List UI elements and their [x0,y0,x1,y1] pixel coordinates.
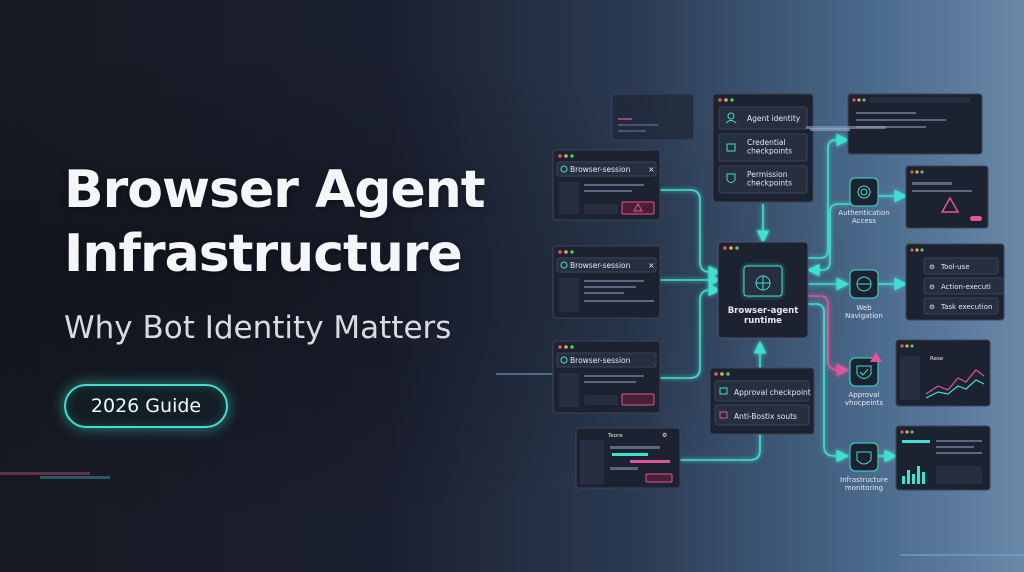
warning-icon [870,352,882,362]
shield-icon [856,451,872,465]
browser-session-window[interactable]: Browser-session × [552,245,661,319]
lock-icon [719,411,728,419]
warning-icon [940,196,960,213]
shield-check-icon [856,365,872,379]
line-chart [925,379,985,399]
window-dashboard[interactable] [895,425,991,491]
line-chart [925,369,985,395]
timeline-label: Teore [607,433,623,439]
title-line-1: Browser Agent [64,160,486,220]
warning-icon [633,202,643,212]
close-icon: × [648,261,655,270]
page-title: Browser Agent Infrastructure [64,158,486,286]
glitch-line [0,472,90,475]
glitch-line [810,128,850,131]
action-icon: ⚙ [929,283,935,291]
window-chart[interactable]: Rese [895,339,991,407]
window-tools[interactable]: ⚙ Tool-use ⚙ Action-executi ⚙ Task execu… [905,243,1005,321]
globe-icon [560,165,568,173]
approval-item: Anti-Bostix souts [734,412,797,421]
browser-session-window[interactable]: Browser-session × [552,149,661,221]
toggle-switch [970,216,982,221]
window-auth-warning[interactable] [905,165,989,229]
settings-icon: ⚙ [662,432,667,439]
globe-icon [560,261,568,269]
connectors-pink [808,295,850,463]
close-icon: × [648,165,655,174]
tool-item: Action-executi [941,283,991,291]
checkpoint-item: Agent identity [747,114,801,123]
tool-item: Tool-use [940,263,970,271]
session-label: Browser-session [570,165,631,174]
approval-window[interactable]: Approval checkpoint Anti-Bostix souts [709,367,815,435]
glitch-line [40,476,110,479]
globe-icon [560,356,568,364]
guide-badge[interactable]: 2026 Guide [64,384,228,428]
page-subtitle: Why Bot Identity Matters [64,310,452,346]
browser-session-window[interactable]: Browser-session [552,340,661,414]
tool-icon: ⚙ [929,263,935,271]
bar-chart [902,466,925,484]
title-line-2: Infrastructure [64,224,463,284]
shield-icon [726,173,736,183]
window-top-right[interactable] [806,93,983,155]
window-faded-top [611,93,695,141]
glitch-line [496,373,556,375]
glitch-line [900,554,1024,556]
fingerprint-icon [857,185,871,199]
session-label: Browser-session [570,356,631,365]
task-icon: ⚙ [929,303,935,311]
document-icon [719,387,728,395]
tool-item: Task execution [940,303,992,311]
approval-item: Approval checkpoint [734,388,811,397]
lock-icon [726,143,736,152]
timeline-window[interactable]: Teore ⚙ [575,427,681,489]
session-label: Browser-session [570,261,631,270]
user-icon [727,112,735,120]
chart-title: Rese [930,356,944,362]
